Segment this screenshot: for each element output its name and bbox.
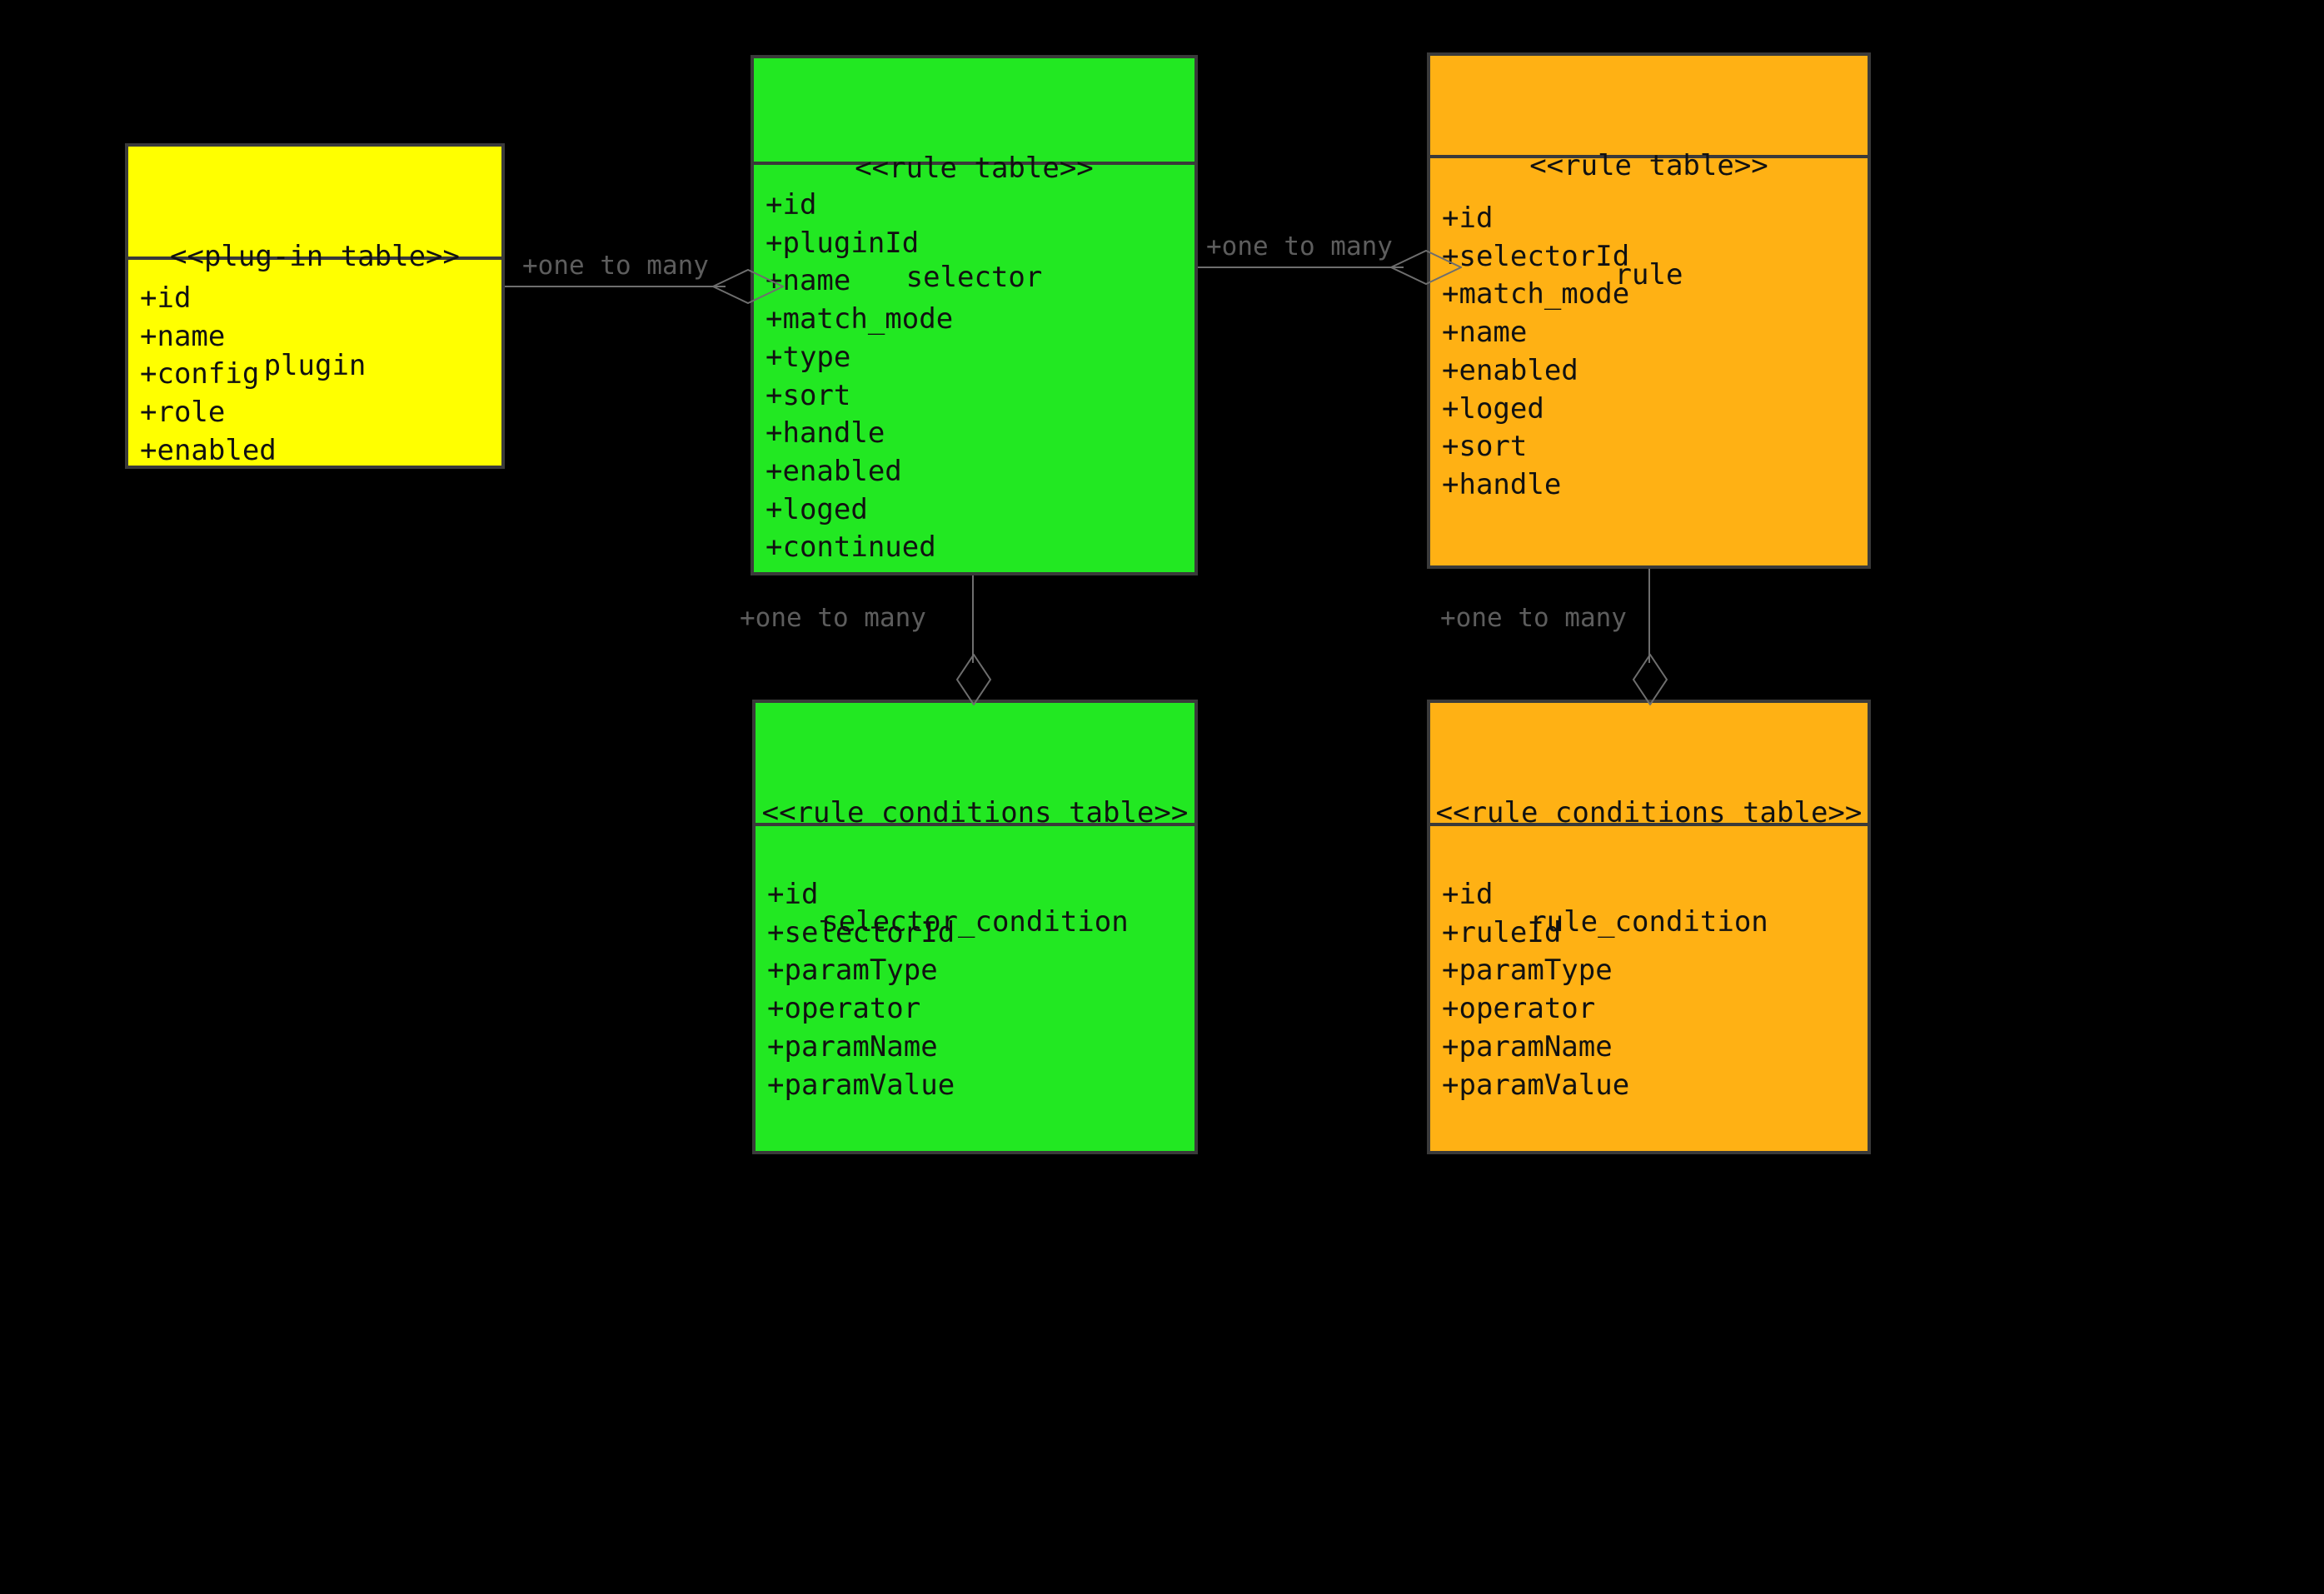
connector-rule-to-rule-condition bbox=[1648, 569, 1650, 663]
attribute-row: +type bbox=[766, 340, 851, 374]
attribute-row: +id bbox=[766, 188, 817, 222]
attribute-row: +loged bbox=[766, 492, 868, 526]
class-attributes-rule-condition: +id +ruleId +paramType +operator +paramN… bbox=[1430, 826, 1868, 1151]
class-header-selector: <<rule table>> selector bbox=[754, 58, 1194, 294]
attribute-row: +loged bbox=[1442, 391, 1544, 426]
connector-label-rule-to-rule-condition: +one to many bbox=[1440, 603, 1627, 633]
aggregation-diamond-icon bbox=[1390, 250, 1462, 285]
attribute-row: +paramValue bbox=[767, 1068, 955, 1102]
attribute-row: +name bbox=[1442, 316, 1528, 350]
attribute-row: +name bbox=[766, 264, 851, 298]
class-box-selector-condition[interactable]: <<rule conditions table>> selector_condi… bbox=[752, 700, 1198, 1154]
class-stereotype-rule: <<rule table>> bbox=[1529, 149, 1768, 183]
class-box-plugin[interactable]: <<plug-in table>> plugin +id +name +conf… bbox=[125, 143, 505, 469]
class-header-rule: <<rule table>> rule bbox=[1430, 56, 1868, 291]
class-attributes-selector: +id +pluginId +name +match_mode +type +s… bbox=[754, 165, 1194, 572]
attribute-row: +operator bbox=[767, 992, 921, 1026]
class-box-rule[interactable]: <<rule table>> rule +id +selectorId +mat… bbox=[1427, 52, 1871, 569]
attribute-row: +config bbox=[140, 357, 260, 391]
attribute-row: +operator bbox=[1442, 992, 1596, 1026]
connector-selector-to-selector-condition bbox=[972, 575, 974, 663]
attribute-row: +selectorId bbox=[1442, 239, 1630, 273]
class-header-plugin: <<plug-in table>> plugin bbox=[128, 147, 501, 382]
attribute-row: +handle bbox=[1442, 468, 1562, 502]
attribute-row: +id bbox=[1442, 202, 1494, 235]
attribute-row: +name bbox=[140, 319, 226, 353]
class-stereotype-selector-condition: <<rule conditions table>> bbox=[761, 796, 1189, 830]
attribute-row: +match_mode bbox=[766, 302, 954, 336]
class-attributes-selector-condition: +id +selectorId +paramType +operator +pa… bbox=[756, 826, 1194, 1151]
class-box-rule-condition[interactable]: <<rule conditions table>> rule_condition… bbox=[1427, 700, 1871, 1154]
attribute-row: +sort bbox=[766, 378, 851, 412]
class-box-selector[interactable]: <<rule table>> selector +id +pluginId +n… bbox=[751, 55, 1198, 575]
connector-selector-to-rule bbox=[1198, 266, 1404, 268]
class-header-selector-condition: <<rule conditions table>> selector_condi… bbox=[756, 703, 1194, 939]
aggregation-diamond-icon bbox=[712, 269, 784, 304]
attribute-row: +enabled bbox=[766, 455, 902, 489]
attribute-row: +match_mode bbox=[1442, 277, 1630, 311]
class-name-rule: rule bbox=[1614, 257, 1683, 291]
attribute-row: +enabled bbox=[140, 433, 277, 467]
attribute-row: +paramType bbox=[767, 954, 938, 988]
connector-label-selector-to-rule: +one to many bbox=[1206, 232, 1393, 262]
connector-label-selector-to-selector-condition: +one to many bbox=[740, 603, 926, 633]
attribute-row: +role bbox=[140, 396, 226, 430]
class-name-selector-condition: selector_condition bbox=[821, 904, 1129, 939]
class-stereotype-rule-condition: <<rule conditions table>> bbox=[1435, 796, 1863, 830]
class-attributes-rule: +id +selectorId +match_mode +name +enabl… bbox=[1430, 158, 1868, 565]
attribute-row: +sort bbox=[1442, 430, 1528, 464]
attribute-row: +id bbox=[1442, 878, 1494, 911]
class-header-rule-condition: <<rule conditions table>> rule_condition bbox=[1430, 703, 1868, 939]
class-stereotype-selector: <<rule table>> bbox=[855, 152, 1094, 186]
aggregation-diamond-icon bbox=[955, 654, 992, 705]
attribute-row: +selectorId bbox=[767, 915, 955, 949]
attribute-row: +enabled bbox=[1442, 353, 1578, 387]
attribute-row: +handle bbox=[766, 416, 885, 451]
attribute-row: +pluginId bbox=[766, 226, 920, 260]
attribute-row: +ruleId bbox=[1442, 915, 1562, 949]
attribute-row: +continued bbox=[766, 531, 936, 565]
class-stereotype-plugin: <<plug-in table>> bbox=[170, 240, 460, 274]
class-name-plugin: plugin bbox=[263, 348, 367, 382]
connector-plugin-to-selector bbox=[505, 286, 726, 287]
attribute-row: +paramType bbox=[1442, 954, 1613, 988]
attribute-row: +paramValue bbox=[1442, 1068, 1630, 1102]
attribute-row: +paramName bbox=[1442, 1029, 1613, 1063]
class-name-selector: selector bbox=[905, 260, 1043, 294]
class-name-rule-condition: rule_condition bbox=[1529, 904, 1768, 939]
class-attributes-plugin: +id +name +config +role +enabled bbox=[128, 260, 501, 471]
attribute-row: +id bbox=[767, 878, 819, 911]
attribute-row: +id bbox=[140, 281, 192, 315]
attribute-row: +paramName bbox=[767, 1029, 938, 1063]
connector-label-plugin-to-selector: +one to many bbox=[522, 251, 709, 281]
aggregation-diamond-icon bbox=[1632, 654, 1668, 705]
